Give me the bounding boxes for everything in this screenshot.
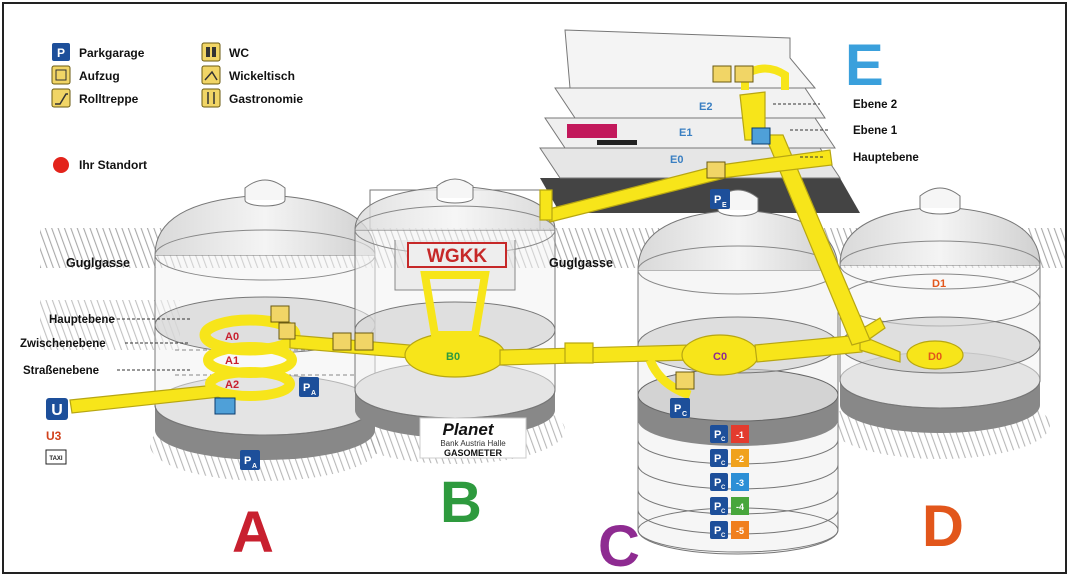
street-label-left: Guglgasse — [66, 256, 130, 270]
escalator-icon — [278, 322, 296, 340]
level-label-e-1: Ebene 1 — [853, 125, 898, 137]
svg-text:P: P — [714, 194, 721, 206]
svg-text:U: U — [51, 402, 63, 419]
room-a2: A2 — [225, 379, 239, 391]
svg-text:P: P — [244, 455, 251, 467]
legend-label-restaurant: Gastronomie — [229, 92, 303, 106]
elevator-icon — [51, 65, 71, 85]
svg-text:GASOMETER: GASOMETER — [444, 448, 503, 458]
legend-label-elevator: Aufzug — [79, 69, 120, 83]
planet-logo: Planet Bank Austria Halle GASOMETER — [419, 417, 527, 459]
room-b0: B0 — [446, 351, 460, 363]
legend: P Parkgarage Aufzug Rolltreppe WC Wickel… — [51, 42, 303, 173]
wc-icon — [270, 305, 290, 323]
level-label-a-street: Straßenebene — [23, 365, 99, 377]
parking-level-label: -4 — [736, 502, 744, 512]
wc-icon — [332, 332, 352, 351]
changing-table-icon — [354, 332, 374, 351]
parking-badge-a: P A — [240, 450, 260, 470]
legend-label-parking: Parkgarage — [79, 46, 145, 60]
level-label-e-main: Hauptebene — [853, 152, 919, 164]
svg-text:C: C — [721, 485, 726, 491]
parking-icon: P — [52, 43, 70, 61]
building-letter-a: A — [232, 500, 274, 565]
escalator-icon — [51, 88, 71, 108]
legend-label-wc: WC — [229, 46, 249, 60]
svg-text:P: P — [303, 382, 310, 394]
parking-badge-a-inner: P A — [299, 377, 319, 397]
room-e0: E0 — [670, 154, 683, 166]
svg-text:TAXI: TAXI — [49, 456, 63, 462]
room-d1: D1 — [932, 278, 946, 290]
svg-text:C: C — [721, 533, 726, 539]
wc-icon — [201, 42, 221, 62]
svg-text:Bank Austria Halle: Bank Austria Halle — [440, 439, 506, 448]
level-label-a-main: Hauptebene — [49, 314, 115, 326]
svg-text:P: P — [714, 453, 721, 465]
parking-badge-e: P E — [710, 189, 730, 209]
restaurant-icon — [201, 88, 221, 108]
room-e2: E2 — [699, 101, 712, 113]
building-letter-b: B — [440, 470, 482, 535]
svg-text:WGKK: WGKK — [427, 246, 487, 267]
svg-text:P: P — [714, 477, 721, 489]
svg-text:C: C — [721, 437, 726, 443]
parking-level-label: -5 — [736, 526, 744, 536]
changing-table-icon — [201, 65, 221, 85]
wc-icon — [712, 65, 732, 83]
legend-label-location: Ihr Standort — [79, 158, 147, 172]
building-letter-d: D — [922, 494, 964, 559]
parking-level-label: -3 — [736, 478, 744, 488]
parking-badge-c: P C — [670, 398, 690, 418]
svg-text:C: C — [721, 461, 726, 467]
legend-label-escalator: Rolltreppe — [79, 92, 139, 106]
street-label-middle: Guglgasse — [549, 256, 613, 270]
wc-icon — [706, 161, 726, 179]
svg-text:P: P — [57, 46, 65, 60]
building-e — [539, 29, 860, 213]
svg-text:A: A — [252, 463, 257, 470]
room-c0: C0 — [713, 351, 727, 363]
ubahn-badge: U — [46, 398, 68, 420]
parking-level-label: -1 — [736, 430, 744, 440]
room-d0: D0 — [928, 351, 942, 363]
svg-text:E: E — [722, 202, 727, 209]
svg-text:Planet: Planet — [442, 420, 494, 439]
room-a1: A1 — [225, 355, 239, 367]
building-letter-c: C — [598, 514, 640, 578]
svg-text:P: P — [674, 403, 681, 415]
parking-level-label: -2 — [736, 454, 744, 464]
svg-text:A: A — [311, 390, 316, 397]
taxi-badge: TAXI — [45, 449, 67, 465]
svg-text:P: P — [714, 501, 721, 513]
svg-text:P: P — [714, 429, 721, 441]
elevator-icon — [214, 397, 236, 415]
wc-icon — [675, 371, 695, 390]
legend-label-changing-table: Wickeltisch — [229, 69, 295, 83]
elevator-icon — [751, 127, 771, 145]
location-dot-icon — [53, 157, 69, 173]
ubahn-line-label: U3 — [46, 429, 62, 443]
room-e1: E1 — [679, 127, 692, 139]
svg-text:P: P — [714, 525, 721, 537]
svg-text:C: C — [682, 411, 687, 418]
level-label-a-mezzanine: Zwischenebene — [20, 338, 106, 350]
building-letter-e: E — [845, 33, 884, 98]
level-label-e-2: Ebene 2 — [853, 99, 897, 111]
room-a0: A0 — [225, 331, 239, 343]
svg-text:C: C — [721, 509, 726, 515]
wgkk-logo: WGKK — [407, 242, 507, 268]
escalator-icon — [734, 65, 754, 83]
